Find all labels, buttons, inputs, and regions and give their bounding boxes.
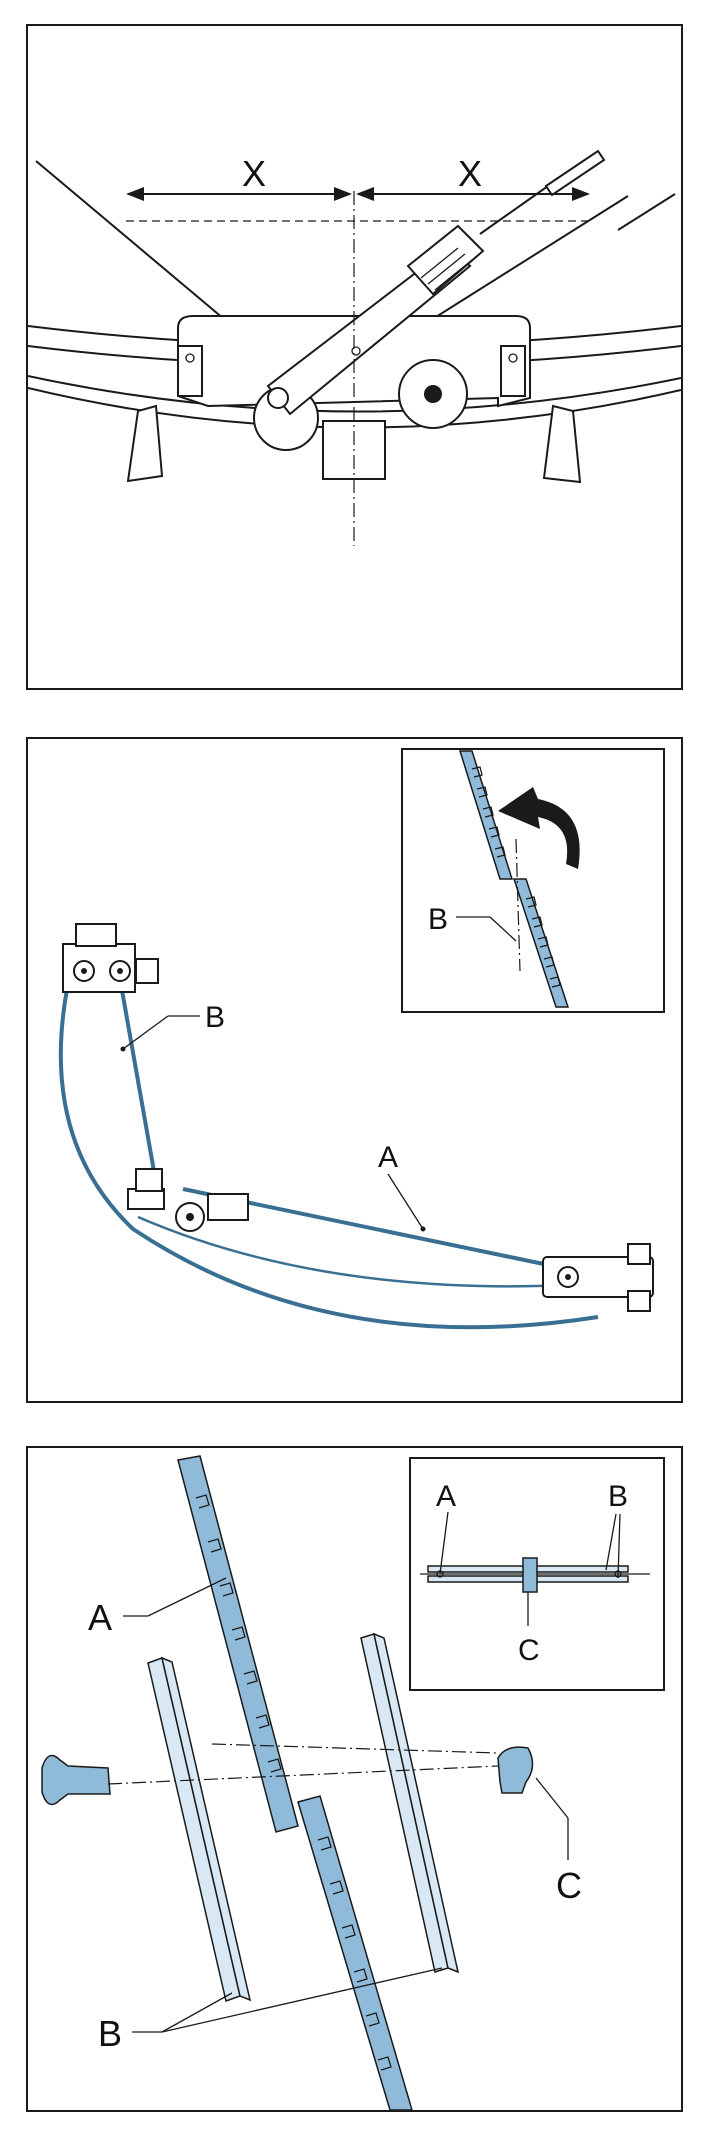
rod-sleeve: [544, 149, 606, 197]
belt-segment-b: [118, 978, 160, 1195]
inset-teeth-lower: [525, 896, 561, 988]
drive-hub: [565, 1274, 571, 1280]
trolley-bracket-right: [500, 345, 526, 397]
bolt-left: [185, 353, 195, 363]
leader-b-left: [161, 1992, 233, 2033]
label-a: A: [378, 1141, 398, 1174]
joint-illustration: A B C A C B: [41, 1455, 665, 2110]
label-a: A: [88, 1597, 112, 1638]
assembly-line-lower: [107, 1765, 499, 1785]
belt-second-teeth: [317, 1836, 392, 2071]
rotate-arrow-icon: [498, 787, 580, 869]
arrow-left-inner: [334, 187, 352, 201]
inset-axis: [515, 838, 521, 972]
arrow-left-outer: [126, 187, 144, 201]
pulley-assembly-top: [62, 923, 159, 993]
mid-tensioner: [207, 1193, 249, 1221]
top-hub-1: [81, 968, 87, 974]
plate-b-right-edge: [372, 1632, 460, 1974]
diagram-panel-belt-alignment: X X: [26, 24, 683, 690]
plate-b-left: [147, 1657, 241, 2002]
inset-label-c: C: [518, 1634, 540, 1667]
plate-b-left-edge: [160, 1656, 252, 2002]
center-pin: [351, 346, 361, 356]
drive-clamp-bottom: [627, 1290, 651, 1312]
mid-hub: [186, 1213, 194, 1221]
label-b: B: [98, 2013, 122, 2054]
leader-a: [387, 1173, 424, 1230]
top-clamp: [135, 958, 159, 984]
arm-pivot: [267, 387, 289, 409]
top-hub-2: [117, 968, 123, 974]
inset-bolt: [522, 1557, 538, 1593]
pulley-assembly-middle: [127, 1168, 249, 1232]
bolt-right: [508, 353, 518, 363]
belt-second: [297, 1795, 413, 2110]
diagram-panel-belt-joint: A B C A C B: [26, 1446, 683, 2112]
top-cap: [75, 923, 117, 947]
belt-a: [177, 1455, 299, 1833]
mid-cap: [135, 1168, 163, 1192]
routing-illustration: B: [58, 748, 665, 1330]
arrow-right-outer: [572, 187, 590, 201]
label-b: B: [205, 1001, 225, 1034]
alignment-illustration: X X: [28, 149, 681, 546]
inset-belt-lower: [512, 878, 570, 1008]
label-x-right: X: [458, 153, 482, 194]
label-c: C: [556, 1865, 582, 1906]
inset-label-b: B: [428, 903, 448, 936]
drive-clamp-top: [627, 1243, 651, 1265]
leg-left: [126, 404, 164, 483]
inset-leader-a: [439, 1511, 449, 1575]
cable-end: [617, 193, 676, 231]
spring-housing: [406, 224, 485, 296]
arrow-right-inner: [356, 187, 374, 201]
leader-b: [122, 1015, 169, 1050]
inset-teeth-upper: [471, 766, 506, 858]
drive-unit-right: [542, 1243, 654, 1312]
inset-belt-upper: [458, 750, 514, 880]
leader-b-right: [161, 1967, 443, 2033]
bolt-c-left: [41, 1754, 111, 1806]
bolt-c-right: [497, 1746, 534, 1794]
spring-coils: [420, 247, 473, 291]
inset-leader-b2: [617, 1513, 621, 1579]
diagram-panel-belt-routing: B: [26, 737, 683, 1403]
inset-leader-b-d: [489, 916, 517, 942]
leader-a: [147, 1577, 227, 1617]
belt-a-teeth: [195, 1494, 282, 1773]
belt-outer-loop: [58, 983, 599, 1330]
inset-label-a: A: [436, 1480, 456, 1513]
inset-leader-b1: [605, 1513, 617, 1571]
wheel-hub: [424, 385, 442, 403]
belt-return: [137, 1215, 589, 1288]
leader-c: [535, 1777, 569, 1819]
leg-right: [542, 404, 582, 484]
label-x-left: X: [242, 153, 266, 194]
inset-label-b: B: [608, 1480, 628, 1513]
